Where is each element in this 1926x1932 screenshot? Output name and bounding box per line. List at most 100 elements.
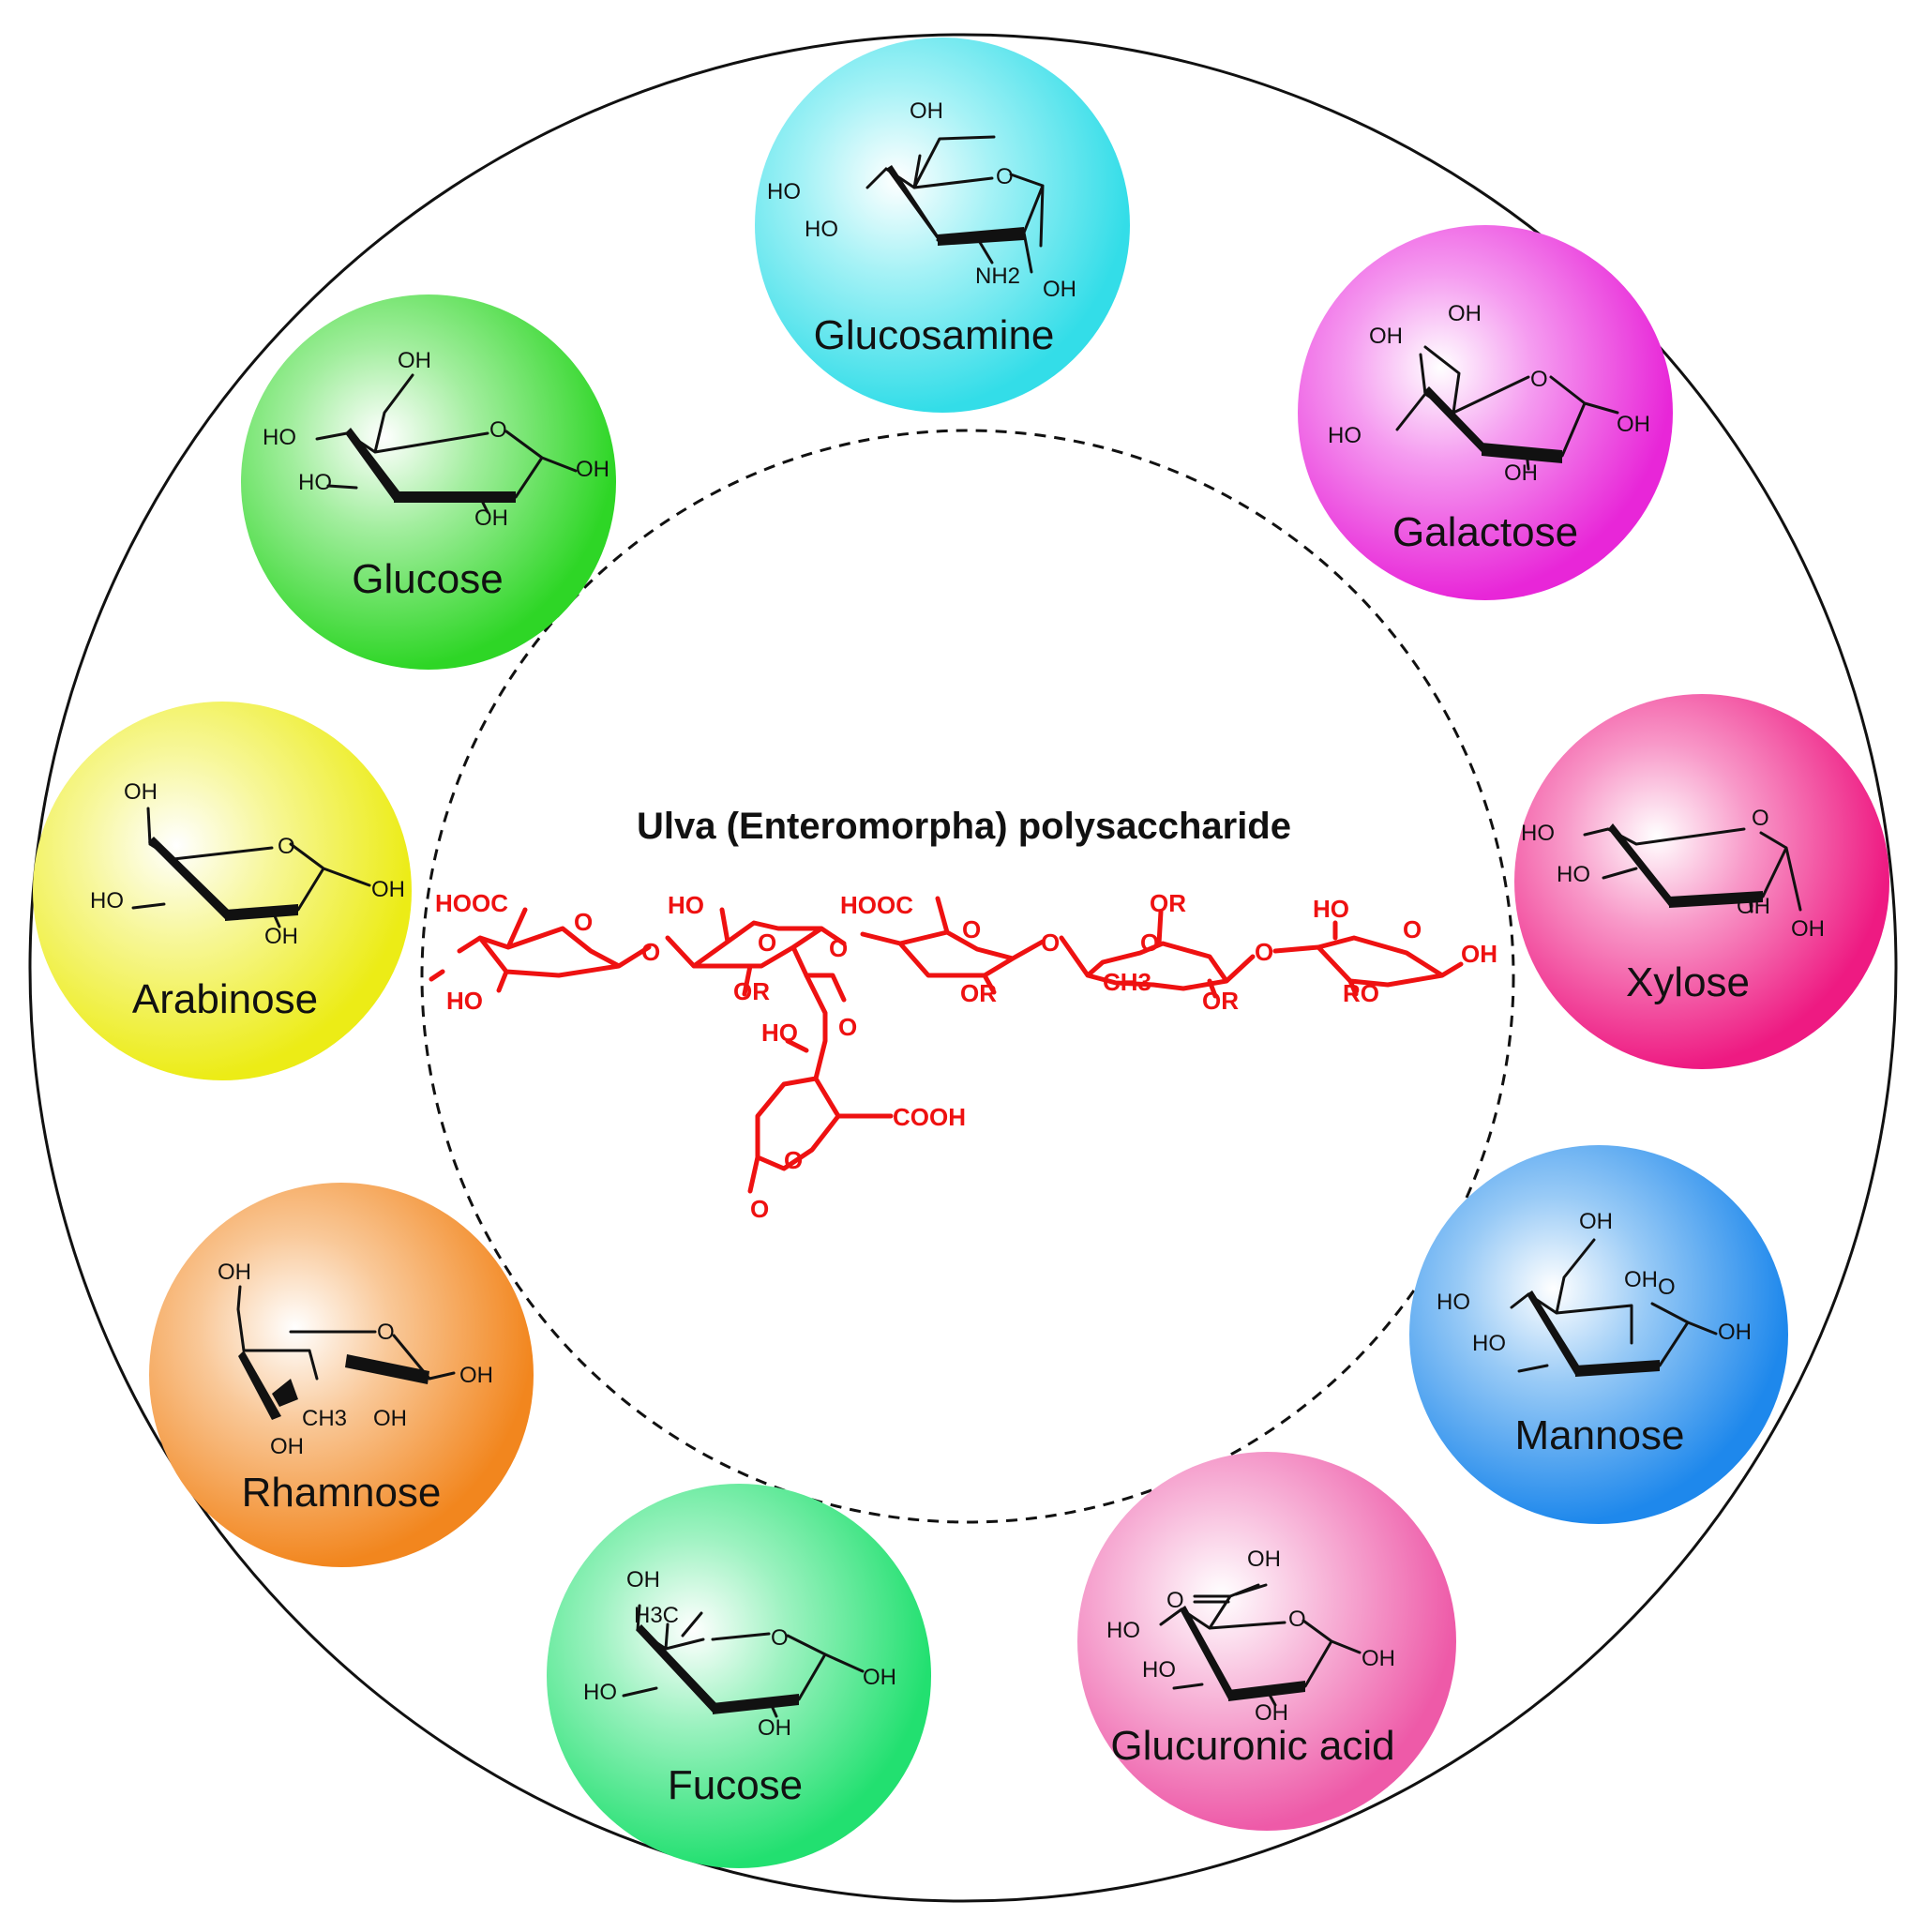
label-xylose-ho-lower: HO <box>1557 862 1590 887</box>
label-mannose-oh-c6: OH <box>1579 1209 1613 1234</box>
chain-label-o-ring-3: O <box>962 915 981 943</box>
label-glucuronic-ho-upper: HO <box>1106 1618 1140 1643</box>
label-glucuronic-oh-acid: OH <box>1247 1547 1281 1572</box>
label-xylose-oh-anomeric: OH <box>1791 916 1825 942</box>
label-rhamnose-oh-c2: OH <box>373 1406 407 1431</box>
label-arabinose-ho: HO <box>90 888 124 913</box>
label-galactose-oh-c4: OH <box>1369 324 1403 349</box>
inner-dashed-ring <box>420 429 1515 1524</box>
chain-label-ch3: CH3 <box>1103 968 1151 996</box>
sphere-glucose <box>241 294 616 670</box>
sugar-glucose: OH O HO HO OH OH Glucose <box>241 294 616 670</box>
label-fucose-ring-o: O <box>771 1625 789 1651</box>
structure-fucose: OH H3C O HO OH OH <box>583 1567 896 1741</box>
structure-arabinose: OH O HO OH OH <box>90 779 405 949</box>
sphere-glucosamine <box>755 38 1130 413</box>
label-glucosamine-ho-upper: HO <box>767 179 801 204</box>
outer-ring <box>28 33 1898 1903</box>
chain-label-o-ring-5: O <box>1403 915 1422 943</box>
label-fucose-oh-c4: OH <box>626 1567 660 1592</box>
chain-label-or-2: OR <box>960 979 997 1007</box>
label-glucuronic-oh-c1: OH <box>1362 1646 1395 1671</box>
label-fucose-oh-c2: OH <box>758 1715 791 1741</box>
name-arabinose: Arabinose <box>132 976 318 1022</box>
label-rhamnose-ring-o: O <box>377 1320 395 1345</box>
chain-label-o-ring-1: O <box>574 908 593 936</box>
label-glucose-ho-lower: HO <box>298 470 332 495</box>
label-arabinose-ring-o: O <box>278 834 295 859</box>
chain-label-oh-end: OH <box>1461 940 1497 968</box>
chain-label-o-ring-2: O <box>758 928 776 957</box>
sphere-xylose <box>1514 694 1889 1069</box>
name-mannose: Mannose <box>1514 1412 1684 1458</box>
label-rhamnose-oh-c4: OH <box>218 1260 251 1285</box>
structure-xylose: HO O HO OH OH <box>1521 806 1825 942</box>
polysaccharide-chain-structure <box>429 896 1464 1194</box>
sugar-arabinose: OH O HO OH OH Arabinose <box>33 702 412 1080</box>
label-xylose-ho-upper: HO <box>1521 821 1555 846</box>
label-glucose-oh-c2: OH <box>474 506 508 531</box>
label-arabinose-oh-c2: OH <box>264 924 298 949</box>
chain-label-o-link-4: O <box>1255 938 1273 966</box>
label-mannose-ho-lower: HO <box>1472 1331 1506 1356</box>
label-arabinose-oh-c1: OH <box>371 877 405 902</box>
structure-galactose: OH OH O HO OH OH <box>1328 301 1650 486</box>
label-glucuronic-ho-lower: HO <box>1142 1657 1176 1683</box>
label-glucosamine-nh2: NH2 <box>975 264 1020 289</box>
name-glucosamine: Glucosamine <box>814 312 1055 358</box>
chain-label-ho-3: HO <box>1313 895 1349 923</box>
chain-label-o-link-1: O <box>641 938 660 966</box>
label-glucose-oh-c1: OH <box>576 457 609 482</box>
chain-label-o-link-3: O <box>1041 928 1060 957</box>
polysaccharide-title: Ulva (Enteromorpha) polysaccharide <box>637 806 1291 847</box>
label-fucose-ho: HO <box>583 1680 617 1705</box>
label-mannose-oh-c1: OH <box>1718 1320 1752 1345</box>
sugar-galactose: OH OH O HO OH OH Galactose <box>1298 225 1673 600</box>
label-xylose-oh-c2: OH <box>1737 894 1770 919</box>
label-glucosamine-ring-o: O <box>996 164 1014 189</box>
chain-label-o-link-2: O <box>829 934 848 962</box>
chain-label-ro: RO <box>1343 979 1379 1007</box>
label-glucosamine-ho-lower: HO <box>805 217 838 242</box>
structure-rhamnose: OH O OH CH3 OH OH <box>218 1260 493 1459</box>
sphere-mannose <box>1409 1145 1788 1524</box>
sphere-galactose <box>1298 225 1673 600</box>
label-rhamnose-oh-c3: OH <box>270 1434 304 1459</box>
label-xylose-ring-o: O <box>1752 806 1769 831</box>
label-galactose-oh-c2: OH <box>1504 460 1538 486</box>
chain-label-hooc-2: HOOC <box>840 891 913 919</box>
label-fucose-oh-c1: OH <box>863 1665 896 1690</box>
name-fucose: Fucose <box>668 1762 803 1808</box>
name-galactose: Galactose <box>1392 509 1578 555</box>
label-glucose-ring-o: O <box>489 417 507 443</box>
label-glucose-oh-c6: OH <box>398 348 431 373</box>
label-mannose-ho-upper: HO <box>1437 1290 1470 1315</box>
sugar-glucosamine: OH O HO HO NH2 OH Glucosamine <box>755 38 1130 413</box>
chain-label-cooh-branch: COOH <box>893 1103 966 1131</box>
structure-glucose: OH O HO HO OH OH <box>263 348 609 531</box>
label-mannose-oh-c2: OH <box>1624 1267 1658 1292</box>
name-glucuronic-acid: Glucuronic acid <box>1110 1723 1394 1769</box>
label-fucose-h3c: H3C <box>634 1603 679 1628</box>
name-glucose: Glucose <box>352 556 503 602</box>
sugar-xylose: HO O HO OH OH Xylose <box>1514 694 1889 1069</box>
sphere-arabinose <box>33 702 412 1080</box>
chain-label-ho-2: HO <box>668 891 704 919</box>
label-galactose-oh-c6: OH <box>1448 301 1482 326</box>
label-galactose-ho: HO <box>1328 423 1362 448</box>
label-galactose-ring-o: O <box>1530 367 1548 392</box>
sphere-glucuronic-acid <box>1077 1452 1456 1831</box>
name-xylose: Xylose <box>1626 959 1750 1005</box>
sugar-rhamnose: OH O OH CH3 OH OH Rhamnose <box>149 1183 534 1567</box>
name-rhamnose: Rhamnose <box>242 1470 442 1516</box>
chain-label-o-ring-branch: O <box>784 1146 803 1174</box>
chain-label-or-4: OR <box>1202 987 1239 1015</box>
label-glucuronic-oh-c2: OH <box>1255 1700 1288 1726</box>
label-arabinose-oh-c4: OH <box>124 779 158 805</box>
chain-label-o-bottom: O <box>750 1195 769 1223</box>
label-mannose-ring-o: O <box>1658 1275 1676 1300</box>
label-glucosamine-oh-top: OH <box>910 98 943 124</box>
chain-label-ho-1: HO <box>446 987 483 1015</box>
chain-label-or-1: OR <box>733 977 770 1005</box>
